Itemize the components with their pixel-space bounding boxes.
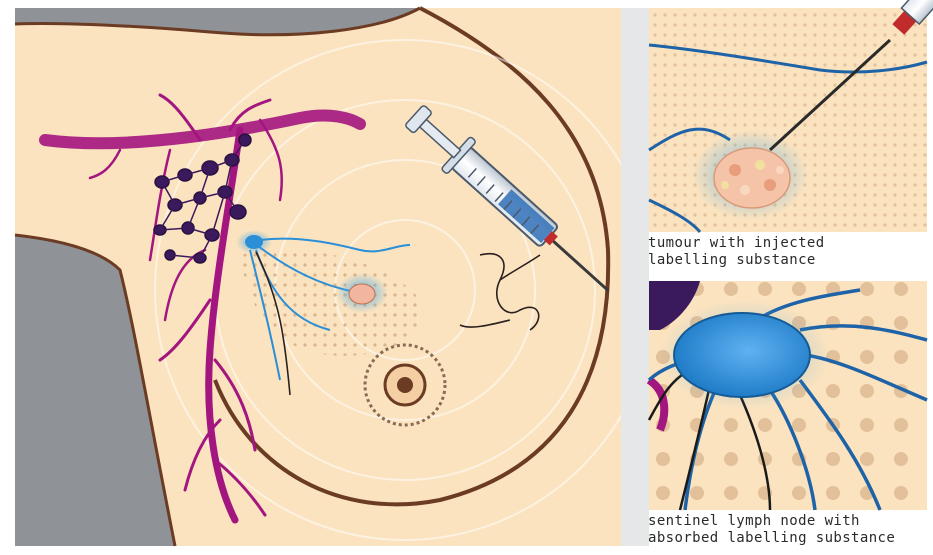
nipple-center [397,377,413,393]
sentinel-node-closeup [674,313,810,397]
tumour [349,284,375,304]
node-caption-line2: absorbed labelling substance [648,530,895,547]
injection-panel [649,0,933,232]
tumour-closeup [714,148,790,208]
node-caption: sentinel lymph node with absorbed labell… [648,513,895,547]
panel-separator [621,8,649,546]
injection-caption-line1: tumour with injected [648,235,825,252]
injection-caption-line2: labelling substance [648,252,825,269]
injection-caption: tumour with injected labelling substance [648,235,825,269]
main-panel [15,8,655,546]
node-caption-line1: sentinel lymph node with [648,513,895,530]
node-panel [649,281,927,510]
